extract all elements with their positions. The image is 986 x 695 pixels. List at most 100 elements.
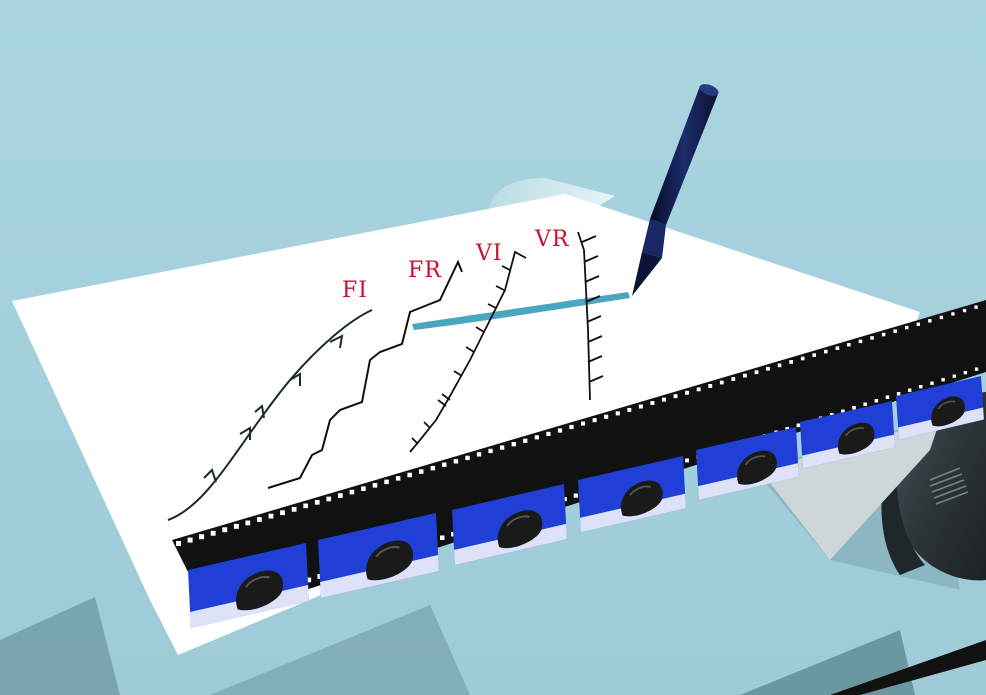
film-perforation: [766, 366, 770, 371]
film-perforation: [881, 332, 886, 337]
film-perforation: [789, 360, 793, 364]
film-perforation: [233, 523, 239, 529]
film-perforation: [962, 308, 967, 313]
film-perforation: [511, 442, 516, 447]
film-perforation: [893, 329, 897, 333]
film-perforation: [796, 423, 801, 428]
film-perforation: [673, 394, 678, 399]
film-perforation: [534, 435, 539, 440]
film-piece: [830, 640, 986, 695]
film-perforation: [650, 401, 655, 405]
film-perforation: [306, 577, 312, 583]
film-perforation: [800, 356, 805, 361]
film-perforation: [280, 510, 285, 516]
film-perforation: [708, 384, 713, 388]
film-perforation: [930, 381, 934, 385]
film-perforation: [662, 397, 666, 402]
film-perforation: [476, 452, 482, 457]
paper-curl: [760, 420, 940, 560]
label-vi: VI: [475, 241, 503, 266]
film-perforation: [841, 409, 845, 414]
film-perforation: [615, 411, 620, 416]
vi-line: [409, 250, 527, 453]
film-perforation: [835, 346, 840, 350]
film-perforation: [523, 438, 528, 443]
film-perforation: [908, 388, 912, 392]
film-perforation: [685, 390, 689, 395]
film-perforation: [349, 489, 355, 495]
film-perforation: [395, 476, 401, 481]
film-perforation: [407, 472, 412, 478]
film-perforation: [905, 325, 909, 330]
film-perforation: [314, 500, 320, 505]
film-perforation: [885, 395, 890, 399]
film-perforation: [291, 506, 297, 512]
film-strip-icon: [172, 300, 986, 630]
film-perforation: [187, 537, 193, 543]
film-perforation: [685, 458, 689, 463]
film-perforation: [176, 541, 181, 546]
film-perforation: [952, 374, 956, 378]
film-perforation: [777, 363, 782, 368]
film-perforation: [317, 574, 323, 579]
film-perforation: [604, 414, 609, 419]
film-perforation: [896, 392, 901, 396]
film-perforation: [465, 455, 470, 461]
film-perforation: [627, 407, 632, 412]
film-perforation: [719, 380, 724, 385]
film-perforation: [863, 402, 867, 406]
film-perforation: [916, 322, 920, 326]
film-perforation: [384, 479, 389, 485]
film-perforation: [453, 459, 459, 464]
film-perforation: [500, 445, 505, 450]
film-perforation: [303, 503, 308, 509]
film-perforation: [812, 353, 816, 357]
film-perforation: [939, 315, 944, 320]
film-perforation: [361, 486, 366, 491]
film-perforation: [210, 530, 216, 536]
film-perforation: [372, 483, 378, 488]
fr-staircase: [267, 259, 463, 489]
film-perforation: [430, 465, 436, 471]
film-perforation: [557, 428, 563, 433]
fi-curve: [167, 309, 373, 521]
film-perforation: [326, 496, 332, 502]
film-perforation: [222, 527, 228, 533]
film-perforation: [847, 343, 851, 347]
film-perforation: [874, 399, 879, 403]
label-fi: FI: [342, 278, 368, 303]
film-perforation: [919, 385, 923, 389]
film-perforation: [743, 373, 747, 378]
film-perforation: [852, 406, 856, 410]
film-perforation: [754, 370, 759, 375]
film-perforation: [824, 349, 828, 354]
film-perforation: [858, 339, 863, 344]
film-perforation: [941, 378, 945, 382]
film-perforation: [268, 513, 274, 519]
film-perforation: [442, 462, 447, 467]
film-perforation: [638, 404, 643, 409]
film-perforation: [696, 387, 701, 392]
film-perforation: [974, 367, 979, 371]
film-perforation: [419, 469, 424, 474]
label-vr: VR: [534, 227, 570, 252]
film-perforation: [199, 534, 205, 540]
film-perforation: [338, 493, 343, 498]
vr-line: [577, 231, 604, 401]
film-perforation: [440, 535, 445, 540]
film-perforation: [581, 421, 586, 426]
film-perforation: [785, 427, 790, 431]
label-fr: FR: [408, 258, 442, 283]
film-perforation: [592, 418, 597, 423]
film-perforation: [245, 520, 251, 526]
film-perforation: [573, 493, 578, 498]
film-perforation: [257, 517, 262, 522]
drawn-line: [412, 292, 630, 330]
film-perforation: [974, 305, 978, 309]
film-perforation: [488, 448, 493, 454]
film-perforation: [963, 371, 967, 375]
film-perforation: [928, 319, 932, 323]
film-perforation: [546, 431, 551, 436]
film-perforation: [870, 336, 874, 340]
